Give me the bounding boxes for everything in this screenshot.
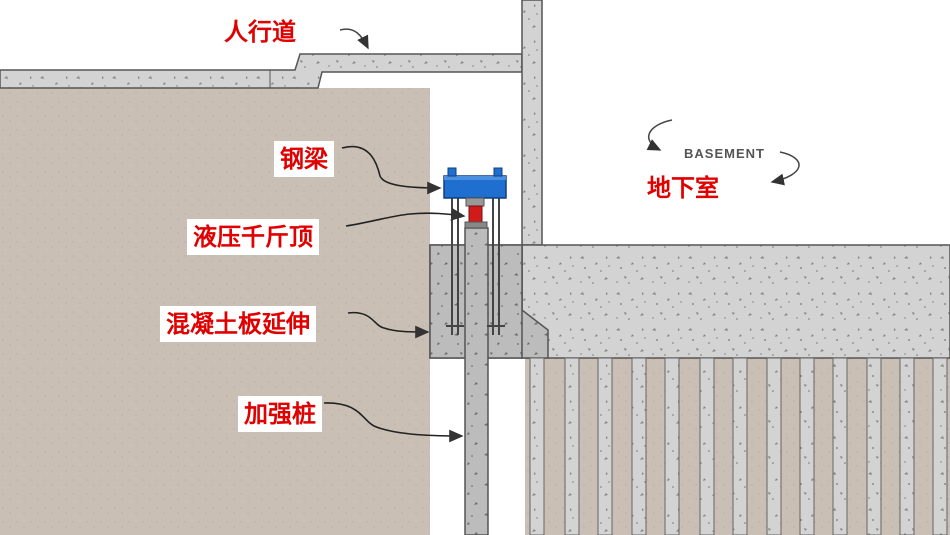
anchor-rods bbox=[446, 195, 505, 335]
label-basement-cn: 地下室 bbox=[641, 170, 725, 206]
label-basement-en: BASEMENT bbox=[684, 146, 765, 161]
reinforcement-pile bbox=[464, 227, 489, 535]
sidewalk-slab bbox=[0, 53, 523, 89]
jack-leader bbox=[345, 208, 466, 227]
slab-leader bbox=[347, 311, 430, 339]
basement-piles bbox=[529, 357, 948, 535]
basement-arrow-left bbox=[646, 119, 673, 151]
label-hydraulic-jack: 液压千斤顶 bbox=[187, 219, 319, 255]
label-slab-extension: 混凝土板延伸 bbox=[160, 306, 316, 342]
sidewalk-arrow bbox=[339, 28, 369, 50]
hydraulic-jack bbox=[464, 197, 488, 229]
beam-leader bbox=[341, 145, 442, 195]
basement-wall bbox=[521, 0, 543, 246]
label-reinforcement-pile: 加强桩 bbox=[238, 396, 322, 432]
basement-arrow-right bbox=[770, 151, 800, 186]
pile-leader bbox=[323, 402, 464, 443]
basement-slab bbox=[521, 244, 950, 359]
label-steel-beam: 钢梁 bbox=[274, 141, 334, 177]
steel-beam bbox=[443, 167, 507, 199]
label-sidewalk: 人行道 bbox=[218, 14, 302, 50]
